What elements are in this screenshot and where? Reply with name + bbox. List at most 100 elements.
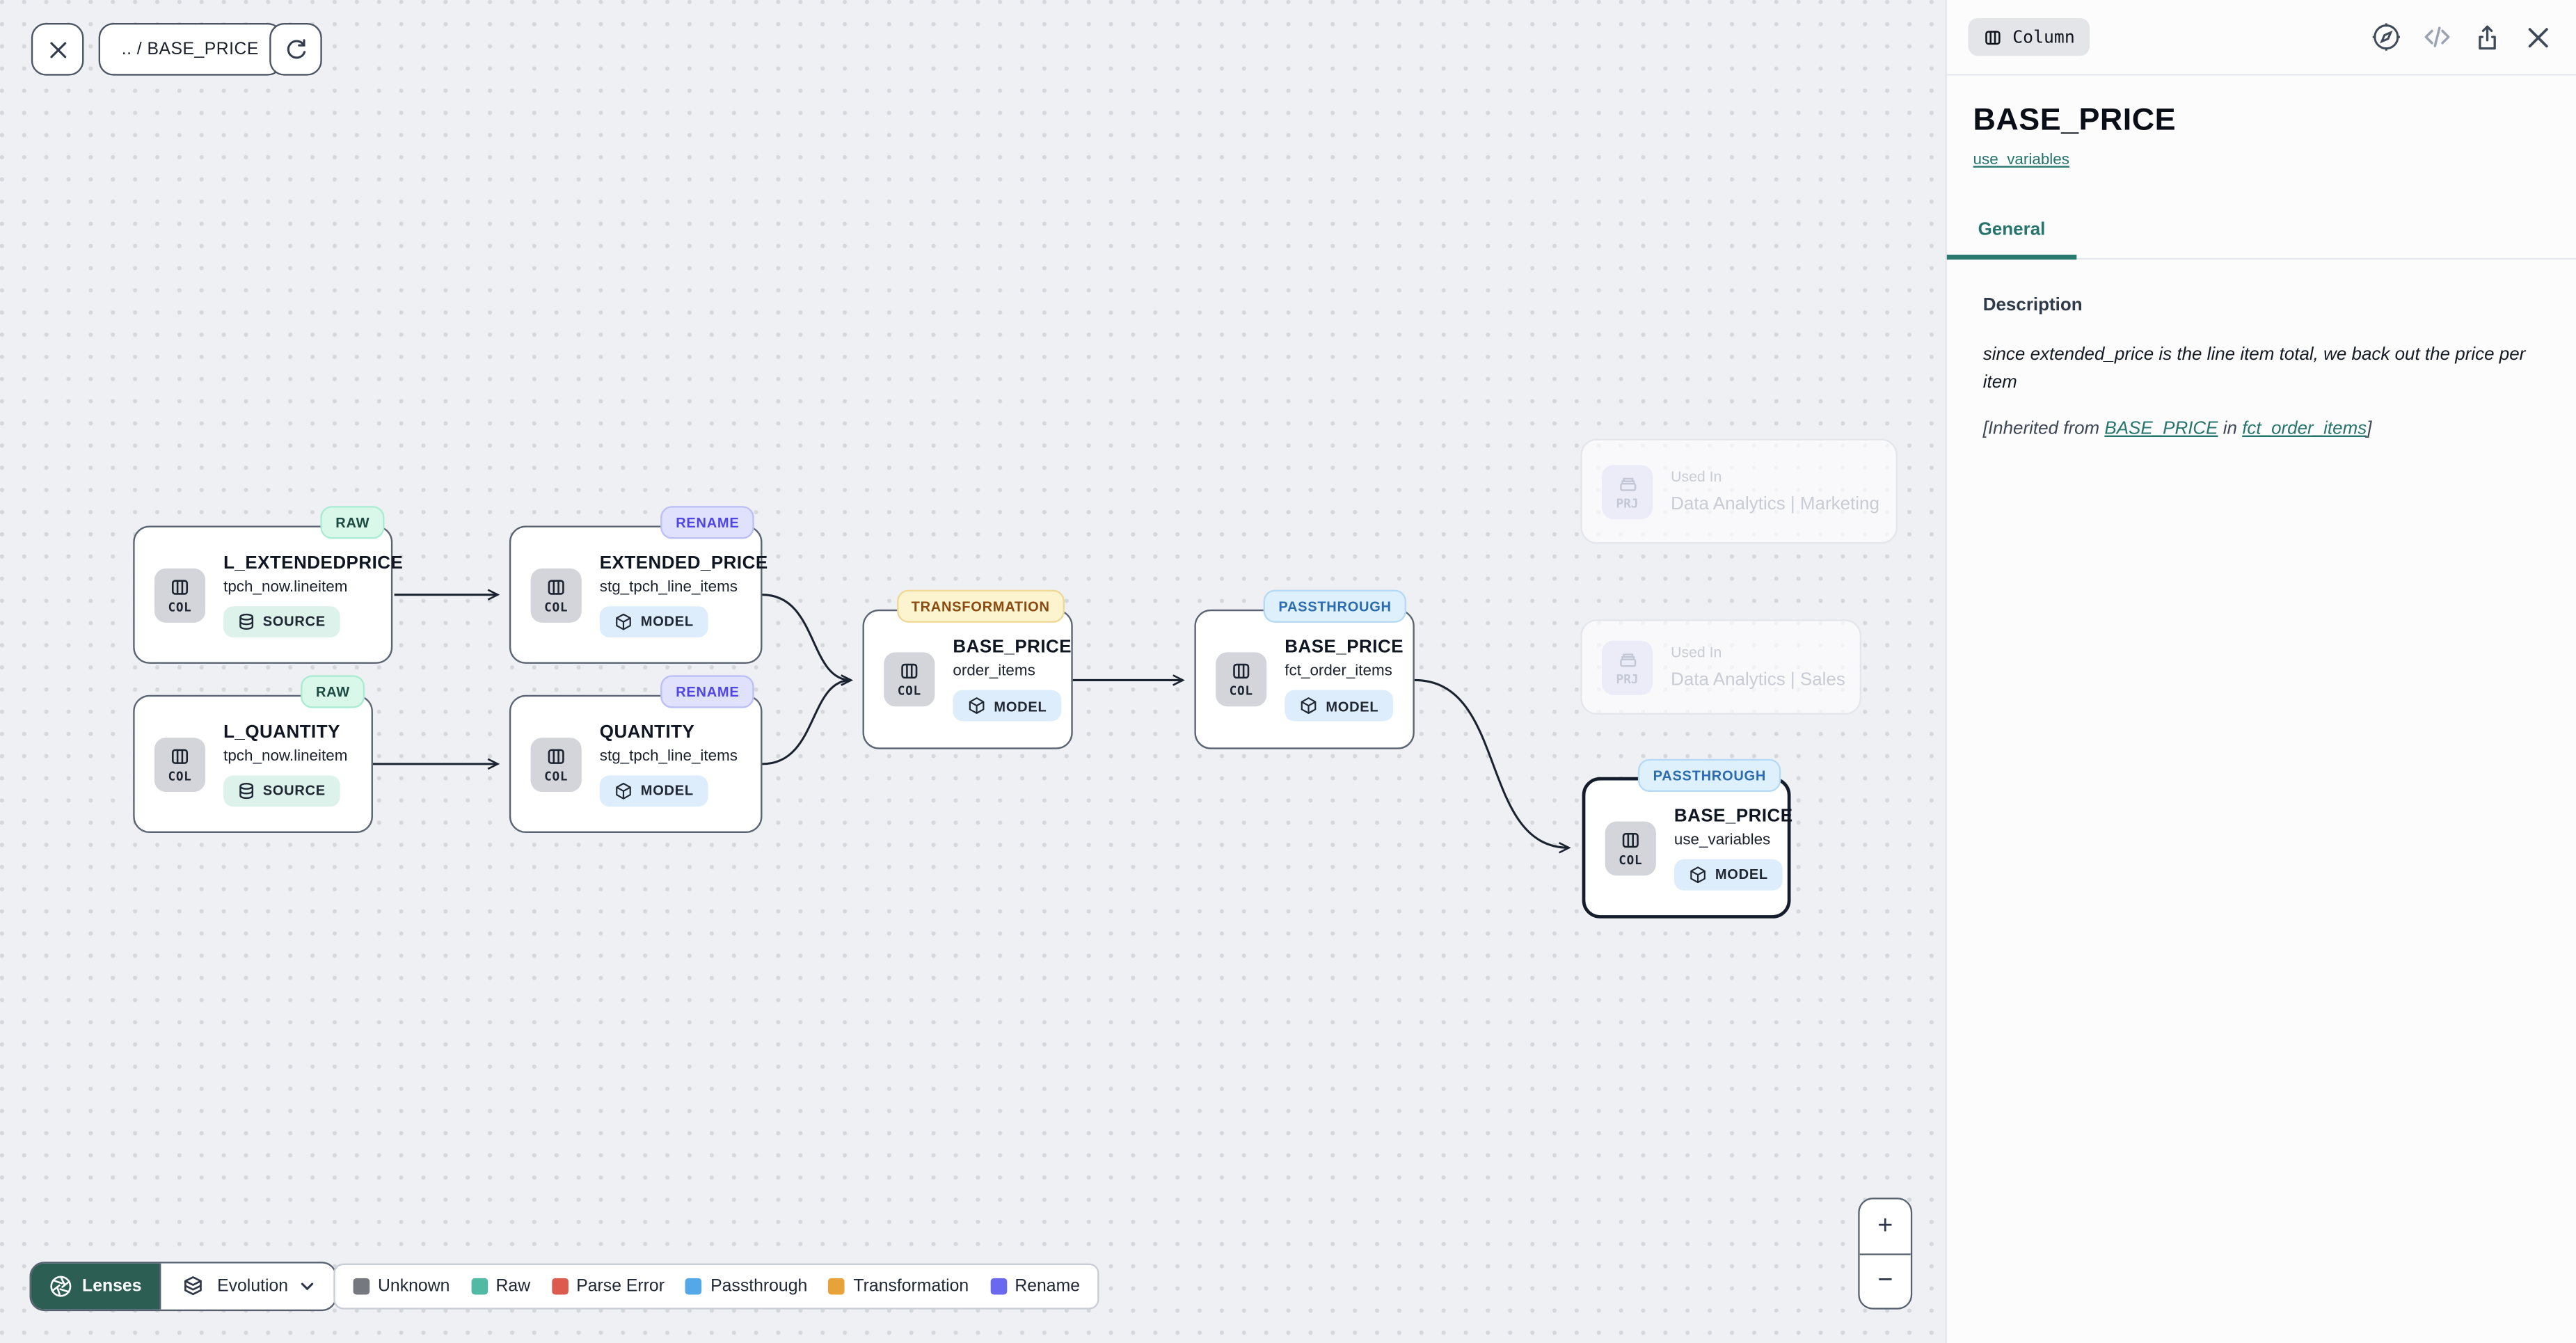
node-subtitle: tpch_now.lineitem [223,747,348,765]
ghost-node-used-in-marketing[interactable]: PRJ Used In Data Analytics | Marketing [1580,438,1898,544]
cube-icon [1690,866,1706,882]
details-panel-header: Column [1946,0,2576,76]
legend-swatch [551,1278,569,1295]
lens-badge-rename: RENAME [660,675,754,708]
lineage-node-base-price-order-items[interactable]: TRANSFORMATION COL BASE_PRICE order_item… [862,589,1073,749]
layers-icon [184,1275,202,1294]
node-type-badge: SOURCE [223,774,341,806]
refresh-button[interactable] [269,23,322,76]
lineage-canvas[interactable]: .. / BASE_PRICE PRJ Used In Data Analyti… [0,0,1946,1343]
cube-icon [1301,697,1317,714]
legend-item-raw: Raw [471,1276,530,1296]
legend-item-passthrough: Passthrough [685,1276,807,1296]
inherited-suffix: ] [2367,419,2372,439]
lineage-edge [1414,678,1571,854]
lineage-node-extended-price[interactable]: RENAME COL EXTENDED_PRICE stg_tpch_line_… [509,506,768,664]
zoom-in-button[interactable]: + [1859,1199,1911,1254]
node-type-badge: SOURCE [223,605,341,637]
lens-mode-label: Evolution [217,1276,289,1296]
close-lineage-button[interactable] [31,23,84,76]
lens-badge-transformation: TRANSFORMATION [896,589,1065,623]
lineage-edge [762,594,853,686]
columns-icon [1233,663,1250,679]
type-badge-label: MODEL [1326,697,1379,714]
description-section: Description since extended_price is the … [1947,296,2576,439]
node-title: BASE_PRICE [1285,637,1404,658]
ghost-project-name: Data Analytics | Sales [1671,670,1845,690]
type-badge-label: SOURCE [262,781,326,799]
ghost-node-used-in-sales[interactable]: PRJ Used In Data Analytics | Sales [1580,619,1862,715]
lens-badge-rename: RENAME [660,506,754,539]
inherited-column-link[interactable]: BASE_PRICE [2104,419,2218,439]
tab-general[interactable]: General [1946,207,2077,260]
node-type-badge: MODEL [599,774,709,806]
cube-icon [616,781,631,799]
node-title: L_EXTENDEDPRICE [223,553,404,573]
columns-icon [548,748,564,763]
entity-type-badge: Column [1968,17,2090,56]
node-subtitle: use_variables [1673,830,1771,849]
lineage-edge [762,674,853,765]
node-title: L_QUANTITY [223,722,340,742]
explore-button[interactable] [2369,21,2402,54]
node-subtitle: stg_tpch_line_items [599,577,738,596]
type-badge-label: MODEL [1715,866,1768,882]
zoom-out-button[interactable]: − [1859,1253,1911,1308]
column-chip: COL [154,567,206,622]
legend-swatch [989,1278,1007,1295]
type-badge-label: MODEL [994,697,1047,714]
node-title: BASE_PRICE [1673,806,1793,826]
breadcrumb-label: .. / BASE_PRICE [121,39,259,59]
view-code-button[interactable] [2420,21,2453,54]
node-subtitle: order_items [953,662,1035,681]
column-chip: COL [884,652,935,707]
inherited-model-link[interactable]: fct_order_items [2242,419,2367,439]
columns-icon [172,748,189,763]
close-panel-button[interactable] [2522,21,2554,54]
node-type-badge: MODEL [953,690,1062,722]
inherited-prefix: [Inherited from [1982,419,2105,439]
type-badge-label: MODEL [640,612,694,630]
close-icon [2528,27,2548,47]
page-title: BASE_PRICE [1973,103,2176,138]
lineage-node-base-price-use-variables[interactable]: PASSTHROUGH COL BASE_PRICE use_variables… [1582,758,1793,919]
lineage-node-l-extendedprice[interactable]: RAW COL L_EXTENDEDPRICE tpch_now.lineite… [133,506,404,664]
details-panel: Column BASE_PRICE use_variables [1945,0,2576,1343]
node-title: BASE_PRICE [953,637,1072,658]
legend-swatch [353,1278,370,1295]
legend-item-parse-error: Parse Error [551,1276,665,1296]
column-chip: COL [154,736,206,791]
lineage-node-base-price-fct-order-items[interactable]: PASSTHROUGH COL BASE_PRICE fct_order_ite… [1194,589,1415,749]
chip-label: COL [1619,852,1643,867]
lineage-node-l-quantity[interactable]: RAW COL L_QUANTITY tpch_now.lineitem SOU… [133,675,373,834]
entity-type-label: Column [2012,26,2075,47]
lens-badge-raw: RAW [321,506,385,539]
lens-mode-dropdown[interactable]: Evolution [159,1263,336,1310]
column-chip: COL [1216,652,1267,707]
inherited-note: [Inherited from BASE_PRICE in fct_order_… [1983,419,2534,438]
lineage-node-quantity[interactable]: RENAME COL QUANTITY stg_tpch_line_items … [509,675,763,834]
chip-label: PRJ [1616,496,1639,511]
type-badge-label: SOURCE [262,612,326,630]
chevron-down-icon [301,1282,315,1291]
refresh-icon [286,38,305,58]
breadcrumb[interactable]: .. / BASE_PRICE [98,23,282,76]
node-type-badge: MODEL [1285,690,1394,722]
column-chip: COL [530,736,582,791]
node-title: EXTENDED_PRICE [599,553,768,573]
legend-swatch [685,1278,703,1295]
share-button[interactable] [2471,21,2504,54]
lenses-label: Lenses [82,1276,142,1296]
compass-icon [2371,23,2399,51]
node-subtitle: tpch_now.lineitem [223,577,348,596]
columns-icon [1622,832,1639,848]
lenses-control: Lenses Evolution [29,1262,337,1312]
lenses-button[interactable]: Lenses [31,1263,160,1310]
aperture-icon [50,1276,72,1297]
project-chip: PRJ [1601,639,1653,694]
inherited-middle: in [2218,419,2243,439]
ghost-project-name: Data Analytics | Marketing [1671,494,1879,514]
model-link[interactable]: use_variables [1973,151,2069,170]
cube-icon [616,612,631,630]
